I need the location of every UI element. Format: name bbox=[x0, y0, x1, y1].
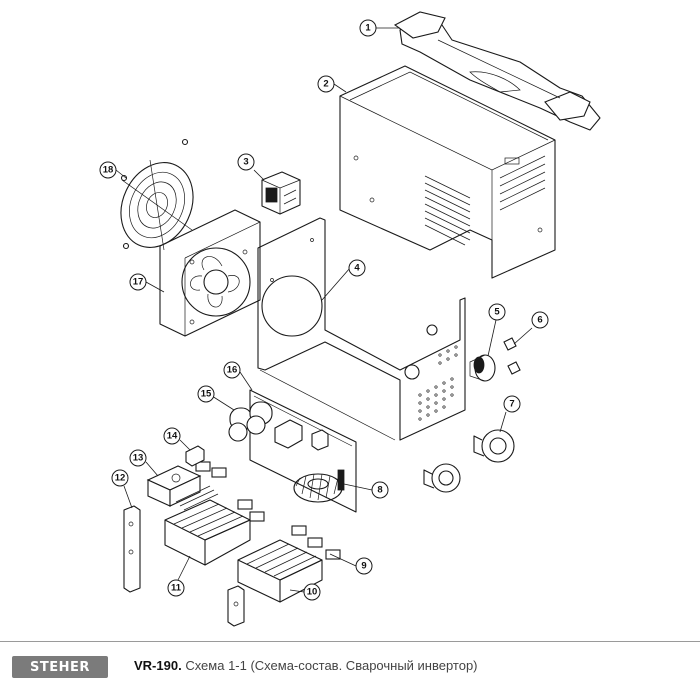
svg-text:1: 1 bbox=[365, 23, 371, 34]
part-transistors bbox=[195, 461, 341, 560]
footer-divider bbox=[0, 641, 700, 642]
callout-2: 2 bbox=[317, 75, 335, 93]
part-output-sockets bbox=[423, 429, 515, 493]
svg-text:10: 10 bbox=[307, 587, 318, 598]
part-mounting-bars bbox=[123, 505, 245, 627]
svg-text:8: 8 bbox=[377, 485, 382, 496]
leader-lines bbox=[115, 27, 533, 593]
callout-13: 13 bbox=[129, 449, 147, 467]
callout-15: 15 bbox=[197, 385, 215, 403]
callout-16: 16 bbox=[223, 361, 241, 379]
part-control-knob bbox=[469, 354, 496, 382]
svg-text:3: 3 bbox=[243, 157, 248, 168]
callout-3: 3 bbox=[237, 153, 255, 171]
callouts: 1 2 3 4 5 6 7 8 9 10 11 12 13 14 15 16 1… bbox=[99, 19, 549, 601]
part-main-pcb bbox=[249, 389, 357, 513]
callout-6: 6 bbox=[531, 311, 549, 329]
svg-text:2: 2 bbox=[323, 79, 328, 90]
part-fan-guard bbox=[120, 138, 194, 251]
part-case-cover bbox=[339, 65, 556, 279]
caption-text: Схема 1-1 (Схема-состав. Сварочный инвер… bbox=[181, 658, 478, 673]
part-heatsink-small bbox=[175, 485, 219, 511]
part-power-switch bbox=[261, 171, 301, 215]
svg-text:11: 11 bbox=[171, 583, 182, 594]
callout-4: 4 bbox=[348, 259, 366, 277]
brand-name: STEHER bbox=[30, 659, 90, 675]
svg-text:5: 5 bbox=[494, 307, 500, 318]
callout-5: 5 bbox=[488, 303, 506, 321]
callout-9: 9 bbox=[355, 557, 373, 575]
callout-11: 11 bbox=[167, 579, 185, 597]
svg-text:14: 14 bbox=[167, 431, 178, 442]
part-indicator-leds bbox=[503, 337, 521, 375]
part-toroid-inductor bbox=[293, 469, 345, 503]
callout-17: 17 bbox=[129, 273, 147, 291]
exploded-parts-diagram: 1 2 3 4 5 6 7 8 9 10 11 12 13 14 15 16 1… bbox=[99, 11, 601, 627]
callout-8: 8 bbox=[371, 481, 389, 499]
svg-text:13: 13 bbox=[133, 453, 144, 464]
part-heatsink-left bbox=[164, 499, 251, 566]
part-rectifier-bridge bbox=[146, 465, 202, 507]
svg-text:4: 4 bbox=[354, 263, 360, 274]
brand-logo: STEHER bbox=[12, 656, 108, 678]
callout-18: 18 bbox=[99, 161, 117, 179]
svg-text:7: 7 bbox=[509, 399, 514, 410]
svg-text:15: 15 bbox=[201, 389, 212, 400]
callout-14: 14 bbox=[163, 427, 181, 445]
svg-text:16: 16 bbox=[227, 365, 238, 376]
callout-1: 1 bbox=[359, 19, 377, 37]
part-pcb-components bbox=[274, 419, 329, 451]
diagram-caption: VR-190. Схема 1-1 (Схема-состав. Сварочн… bbox=[134, 658, 478, 673]
part-chassis-frame bbox=[257, 217, 466, 441]
part-handle-strap bbox=[393, 11, 601, 131]
callout-7: 7 bbox=[503, 395, 521, 413]
svg-text:17: 17 bbox=[133, 277, 144, 288]
callout-12: 12 bbox=[111, 469, 129, 487]
part-capacitors bbox=[228, 401, 273, 442]
svg-text:12: 12 bbox=[115, 473, 126, 484]
part-cooling-fan bbox=[159, 209, 261, 337]
callout-10: 10 bbox=[303, 583, 321, 601]
svg-text:9: 9 bbox=[361, 561, 366, 572]
part-heatsink-right bbox=[237, 539, 323, 603]
part-sensor bbox=[185, 445, 205, 467]
svg-text:6: 6 bbox=[537, 315, 542, 326]
caption-model: VR-190. bbox=[134, 658, 182, 673]
svg-text:18: 18 bbox=[103, 165, 114, 176]
